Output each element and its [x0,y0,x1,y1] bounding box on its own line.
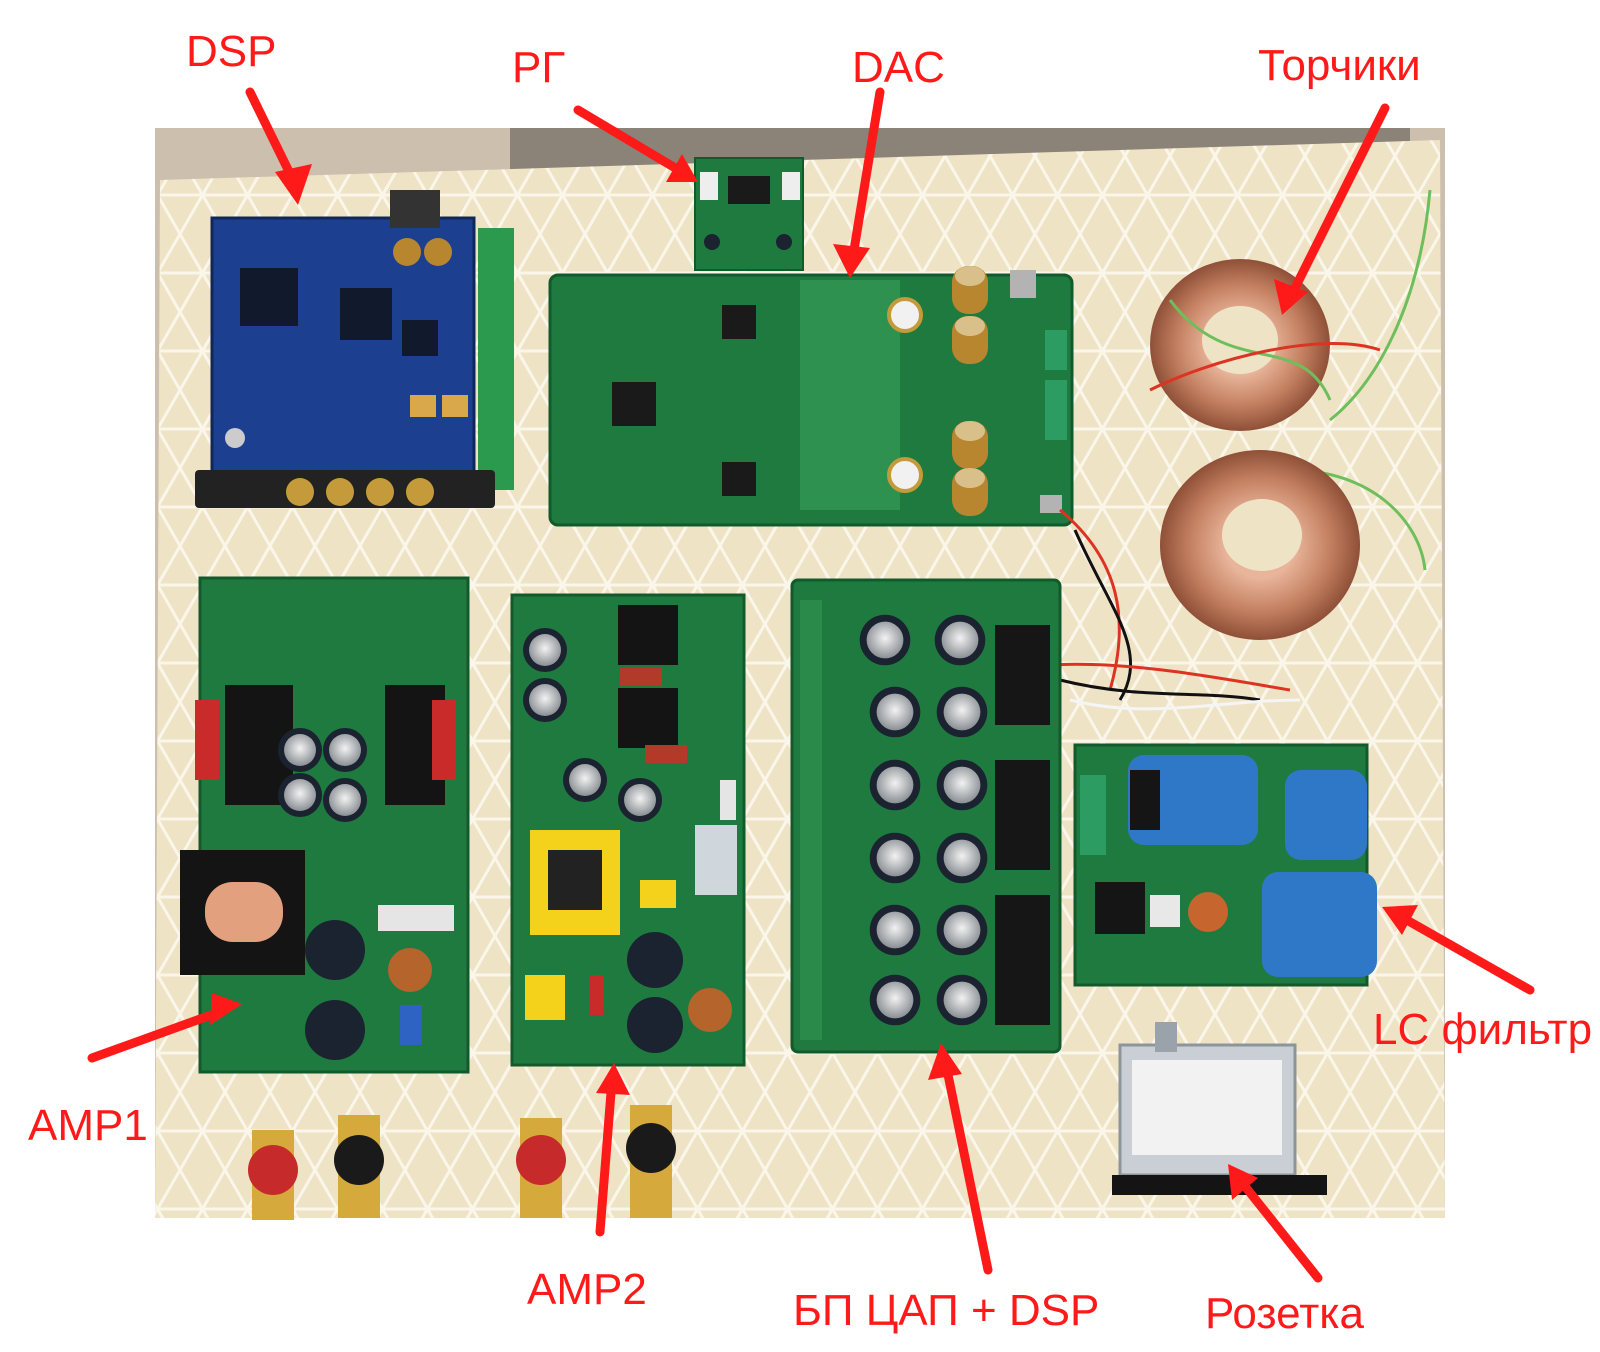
lc-filter-arrow [1393,910,1535,995]
amp2-arrow [595,1075,617,1237]
socket-label: Розетка [1205,1289,1364,1338]
rg-label: РГ [512,43,566,92]
amp2-board [510,593,746,1067]
socket-arrow [1235,1175,1323,1283]
power-socket [1112,1022,1327,1195]
dac-arrowhead [833,244,870,278]
amp1-arrow [87,1005,230,1063]
lc-filter-board [1073,743,1377,987]
amp1-label: AMP1 [28,1101,148,1150]
lc-filter-arrowhead [1382,905,1418,935]
rg-arrowhead [666,154,698,182]
psu-label: БП ЦАП + DSP [793,1286,1100,1335]
speaker-terminals [248,1105,676,1220]
amp2-label: AMP2 [527,1265,647,1314]
lc-filter-label: LC фильтр [1373,1005,1593,1054]
annotation-arrowheads [210,154,1418,1200]
amp2-arrowhead [596,1063,630,1095]
annotation-arrows [87,87,1535,1283]
dsp-board [195,190,514,508]
psu-arrowhead [928,1043,962,1080]
dsp-label: DSP [186,27,277,76]
dsp-arrowhead [275,164,312,205]
amp1-board [180,576,470,1074]
socket-arrowhead [1228,1164,1258,1200]
toroids-arrowhead [1274,279,1308,315]
amp1-arrowhead [210,993,242,1025]
psu-board [790,578,1062,1054]
dac-board [548,266,1074,527]
toroids-arrow [1285,103,1390,303]
rg-board [694,157,804,271]
rg-arrow [573,105,687,177]
psu-arrow [940,1055,993,1275]
dac-arrow [847,87,885,267]
toroids-label: Торчики [1258,41,1421,90]
dac-label: DAC [852,43,945,92]
